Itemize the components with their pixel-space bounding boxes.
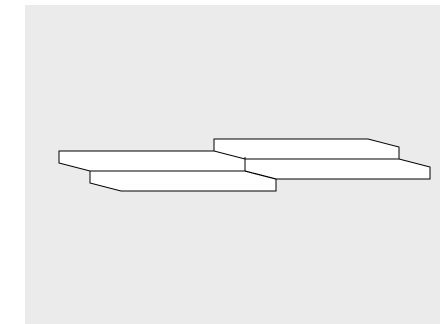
shape-upper-right [213, 138, 400, 160]
shape-upper-left [58, 150, 246, 172]
shape-lower-left [89, 170, 277, 192]
overlap-edge-2 [244, 170, 277, 180]
shape-lower-right [244, 158, 431, 180]
